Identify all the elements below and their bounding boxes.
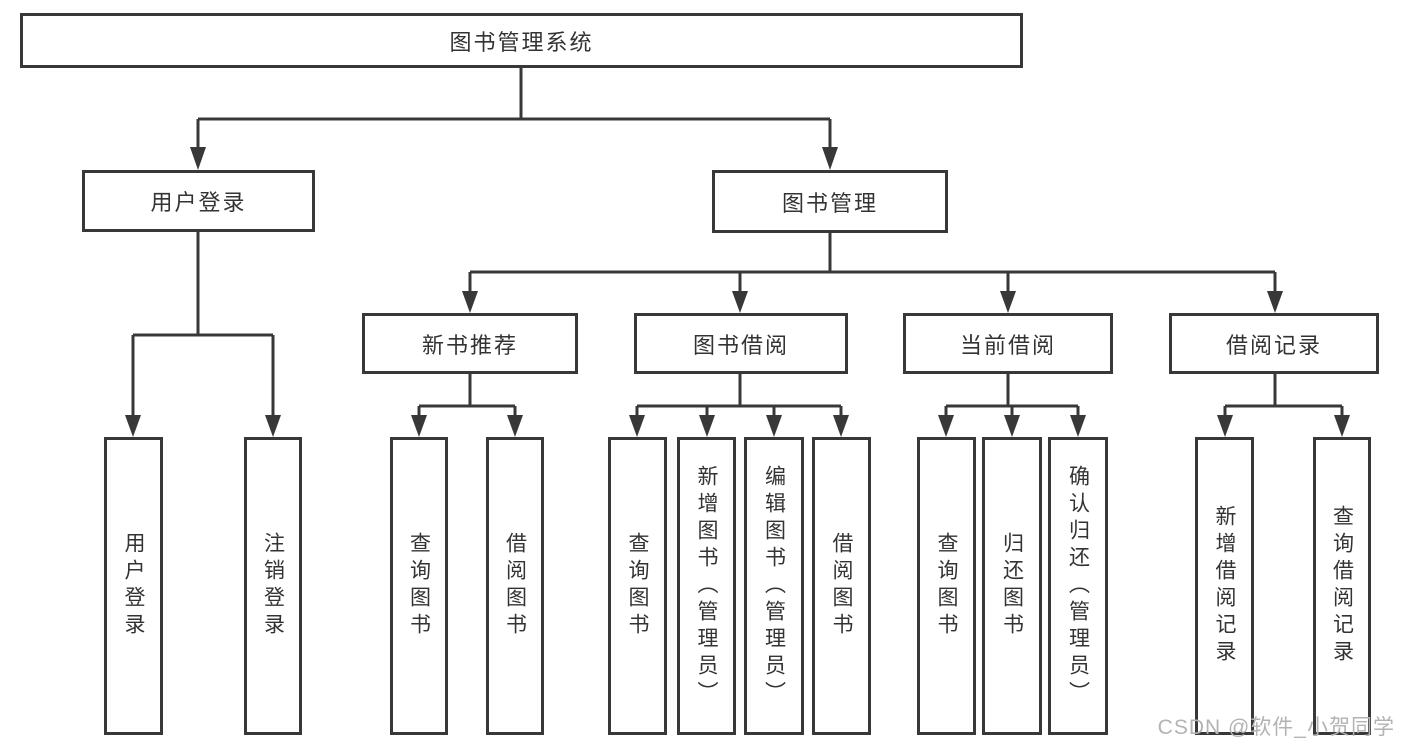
- node-user-login-label: 用户登录: [150, 190, 247, 215]
- leaf-borrow-books-recommend: 借阅图书: [486, 437, 544, 735]
- leaf-query-books-borrow: 查询图书: [608, 437, 667, 735]
- leaf-return-book: 归还图书: [982, 437, 1042, 735]
- arrowhead-down: [766, 415, 782, 437]
- arrowheads: [125, 147, 1350, 437]
- leaf-query-borrow-record: 查询借阅记录: [1313, 437, 1371, 735]
- node-current-borrow-label: 当前借阅: [959, 332, 1056, 358]
- arrowhead-down: [1217, 415, 1233, 437]
- node-book-management-label: 图书管理: [781, 190, 878, 216]
- leaf-query-books-recommend: 查询图书: [390, 437, 448, 735]
- arrowhead-down: [265, 415, 281, 437]
- leaf-confirm-return-admin-label: 确认归还（管理员）: [1066, 464, 1090, 708]
- arrowhead-down: [1000, 291, 1016, 313]
- leaf-borrow-books-recommend-label: 借阅图书: [503, 532, 527, 640]
- connector-book-management-to-level3: [468, 233, 1277, 297]
- arrowhead-down: [629, 415, 645, 437]
- node-book-borrow: 图书借阅: [634, 313, 848, 374]
- arrowhead-down: [822, 147, 838, 170]
- csdn-watermark: CSDN @软件_小贺同学: [1157, 716, 1395, 739]
- node-user-login: 用户登录: [82, 170, 315, 232]
- leaf-logout-login-label: 注销登录: [261, 532, 285, 640]
- leaf-query-books-recommend-label: 查询图书: [407, 532, 431, 640]
- leaf-query-books-current-label: 查询图书: [935, 532, 958, 640]
- arrowhead-down: [411, 415, 427, 437]
- leaf-add-book-admin: 新增图书（管理员）: [677, 437, 736, 735]
- arrowhead-down: [699, 415, 715, 437]
- leaf-borrow-book-label: 借阅图书: [830, 532, 853, 640]
- arrowhead-down: [1267, 291, 1283, 313]
- arrowhead-down: [732, 291, 748, 313]
- leaf-add-borrow-record-label: 新增借阅记录: [1213, 505, 1236, 667]
- arrowhead-down: [507, 415, 523, 437]
- leaf-edit-book-admin: 编辑图书（管理员）: [744, 437, 804, 735]
- arrowhead-down: [1334, 415, 1350, 437]
- leaf-query-books-borrow-label: 查询图书: [626, 532, 649, 640]
- connector-book-borrow-to-leaves: [635, 374, 843, 421]
- arrowhead-down: [125, 415, 141, 437]
- connector-current-borrow-to-leaves: [944, 374, 1080, 421]
- node-new-book-recommend-label: 新书推荐: [421, 332, 518, 358]
- leaf-confirm-return-admin: 确认归还（管理员）: [1048, 437, 1108, 735]
- arrowhead-down: [462, 291, 478, 313]
- arrowhead-down: [190, 147, 206, 170]
- leaf-query-borrow-record-label: 查询借阅记录: [1330, 505, 1354, 667]
- leaf-add-borrow-record: 新增借阅记录: [1195, 437, 1254, 735]
- connector-borrow-records-to-leaves: [1223, 374, 1344, 421]
- root-node-label: 图书管理系统: [449, 29, 594, 55]
- leaf-return-book-label: 归还图书: [1000, 532, 1024, 640]
- leaf-user-login-label: 用户登录: [122, 532, 145, 640]
- leaf-add-book-admin-label: 新增图书（管理员）: [695, 464, 718, 708]
- leaf-borrow-book: 借阅图书: [812, 437, 871, 735]
- node-book-management: 图书管理: [712, 170, 948, 233]
- leaf-user-login: 用户登录: [104, 437, 163, 735]
- connector-new-book-to-leaves: [417, 374, 517, 421]
- connector-root-to-level2: [196, 68, 832, 152]
- node-new-book-recommend: 新书推荐: [362, 313, 578, 374]
- arrowhead-down: [833, 415, 849, 437]
- leaf-logout-login: 注销登录: [244, 437, 302, 735]
- leaf-query-books-current: 查询图书: [917, 437, 976, 735]
- node-current-borrow: 当前借阅: [903, 313, 1113, 374]
- node-borrow-records: 借阅记录: [1169, 313, 1379, 374]
- node-book-borrow-label: 图书借阅: [692, 332, 789, 358]
- node-borrow-records-label: 借阅记录: [1225, 332, 1322, 358]
- root-node-library-system: 图书管理系统: [20, 13, 1023, 68]
- arrowhead-down: [938, 415, 954, 437]
- connector-user-login-to-leaves: [131, 232, 275, 421]
- arrowhead-down: [1070, 415, 1086, 437]
- leaf-edit-book-admin-label: 编辑图书（管理员）: [762, 464, 786, 708]
- arrowhead-down: [1004, 415, 1020, 437]
